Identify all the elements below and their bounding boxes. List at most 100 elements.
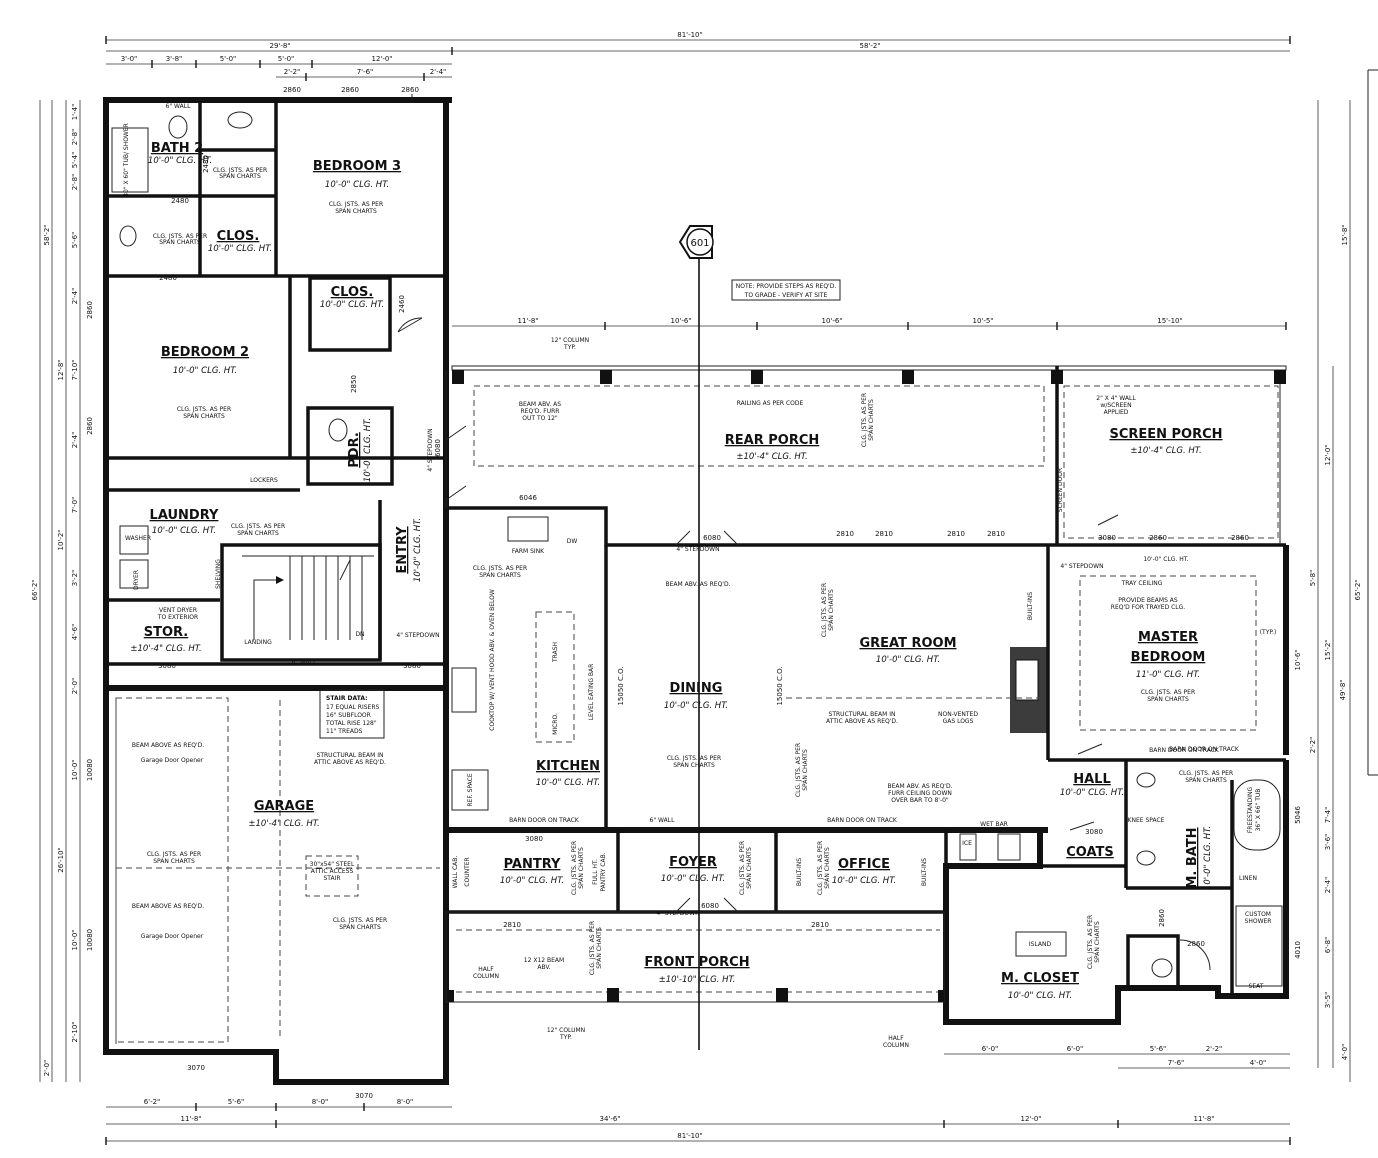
- note-garage-beam: BEAM ABOVE AS REQ'D.: [132, 903, 204, 910]
- toilet: [1151, 958, 1173, 978]
- note: SPAN CHARTS: [828, 589, 835, 631]
- note: CLG. JSTS. AS PER: [821, 583, 828, 637]
- note-beam: 12 X12 BEAM: [524, 957, 564, 964]
- note-attic: STAIR: [323, 875, 340, 882]
- note-ref: REF. SPACE: [467, 773, 474, 806]
- freestanding-tub: [1233, 779, 1281, 851]
- note: CLG. JSTS. AS PER: [333, 917, 387, 924]
- dim-bot-1: 6'-2": [144, 1098, 161, 1106]
- dim-bot-10: 6'-0": [1067, 1045, 1084, 1053]
- note: CLG. JSTS. AS PER: [231, 523, 285, 530]
- note: SPAN CHARTS: [479, 572, 521, 579]
- note-gas-logs: NON-VENTED: [938, 711, 978, 718]
- room-ceiling: 10'-0" CLG. HT.: [320, 300, 384, 310]
- porch-column: [452, 370, 464, 384]
- dim-seg-1: 3'-0": [121, 55, 138, 63]
- note-column: TYP.: [563, 344, 576, 351]
- note-screen: APPLIED: [1104, 409, 1129, 416]
- note-tub: FREESTANDING: [1247, 786, 1254, 833]
- note-stepdown: 4" STEPDOWN: [656, 910, 699, 917]
- room-ceiling: ±10'-4" CLG. HT.: [736, 452, 807, 462]
- door-tag: 3080: [525, 835, 543, 843]
- window-tag: 2810: [836, 530, 854, 538]
- room-name-foyer: FOYER: [669, 855, 717, 870]
- note-beam: BEAM ABV. AS: [519, 401, 561, 408]
- dim-porch-5: 15'-10": [1157, 317, 1182, 325]
- refrigerator-space: [451, 769, 489, 811]
- dim-left: 5'-4": [71, 152, 79, 169]
- half-column: [448, 990, 454, 1002]
- room-ceiling: ±10'-4" CLG. HT.: [1130, 446, 1201, 456]
- note-column: 12" COLUMN: [547, 1027, 585, 1034]
- dim-bot-11: 5'-6": [1150, 1045, 1167, 1053]
- note-attic: ATTIC ACCESS: [311, 868, 354, 875]
- room-ceiling: 10'-0" CLG. HT.: [661, 874, 725, 884]
- room-name-kitchen: KITCHEN: [536, 759, 600, 774]
- note-vent: TO EXTERIOR: [157, 614, 198, 621]
- dim-right: 10'-6": [1294, 649, 1302, 670]
- dim-right: 3'-6": [1324, 834, 1332, 851]
- room-name-bedroom: BEDROOM: [1131, 650, 1206, 665]
- note-dishwasher: DW: [567, 538, 578, 545]
- room-name-closet: CLOS.: [217, 229, 260, 244]
- porch-column: [751, 370, 763, 384]
- dimension-strings-left: 66'-2" 58'-2" 12'-8" 10'-2" 26'-10" 1'-4…: [31, 100, 81, 1082]
- door-tag: 2480: [171, 197, 189, 205]
- door-tag: 2460: [398, 295, 406, 313]
- room-ceiling: 11'-0" CLG. HT.: [1136, 670, 1200, 680]
- dim-seg-3: 5'-0": [220, 55, 237, 63]
- note-eating-bar: LEVEL EATING BAR: [588, 664, 595, 721]
- dim-left: 2'-8": [71, 174, 79, 191]
- note: SPAN CHARTS: [1094, 921, 1101, 963]
- beams: [115, 575, 1257, 1044]
- note-half-column: COLUMN: [883, 1042, 909, 1049]
- note: SPAN CHARTS: [1185, 777, 1227, 784]
- wet-bar-sink: [997, 833, 1021, 861]
- window-tag: 3070: [355, 1092, 373, 1100]
- dim-right: 2'-2": [1309, 737, 1317, 754]
- dryer: [119, 559, 149, 589]
- door-tag: 2860: [1158, 909, 1166, 927]
- note-cooktop: COOKTOP W/ VENT HOOD ABV. & OVEN BELOW: [489, 589, 496, 731]
- note: CLG. JSTS. AS PER: [1087, 915, 1094, 969]
- room-name-coats: COATS: [1066, 845, 1114, 860]
- dim-bot-13: 7'-6": [1168, 1059, 1185, 1067]
- stair-data: STAIR DATA:: [326, 695, 367, 702]
- dim-right: 5'-8": [1309, 570, 1317, 587]
- door-tag: 6080: [434, 439, 442, 457]
- dim-bot-12: 2'-2": [1206, 1045, 1223, 1053]
- note: SPAN CHARTS: [1147, 696, 1189, 703]
- dim-left: 10'-0": [71, 929, 79, 950]
- note-gas-logs: GAS LOGS: [943, 718, 974, 725]
- garage-door-tag: 10080: [86, 759, 94, 781]
- note-micro: MICRO.: [552, 713, 559, 735]
- room-name-master: MASTER: [1138, 630, 1198, 645]
- room-name-front-porch: FRONT PORCH: [644, 955, 749, 970]
- room-ceiling: 10'-0" CLG. HT.: [173, 366, 237, 376]
- dim-right: 12'-0": [1324, 444, 1332, 465]
- note-beam: ABV.: [537, 964, 550, 971]
- dim-left: 5'-6": [71, 232, 79, 249]
- toilet: [168, 115, 188, 139]
- room-ceiling: 10'-0" CLG. HT.: [363, 418, 373, 482]
- window-tag: 2810: [987, 530, 1005, 538]
- note: SPAN CHARTS: [159, 239, 201, 246]
- note-landing: LANDING: [244, 639, 272, 646]
- note-barn-door: BARN DOOR ON TRACK: [1149, 747, 1220, 754]
- dim-left: 7'-0": [71, 497, 79, 514]
- room-ceiling: 10'-0" CLG. HT.: [148, 156, 212, 166]
- room-ceiling: 10'-0" CLG. HT.: [664, 701, 728, 711]
- note-shower: CUSTOM: [1245, 911, 1271, 918]
- room-ceiling: 10'-0" CLG. HT.: [536, 778, 600, 788]
- note-stepdown: 4" STEPDOWN: [396, 632, 439, 639]
- note: CLG. JSTS. AS PER: [571, 841, 578, 895]
- note-washer: WASHER: [125, 535, 151, 542]
- note-seat: SEAT: [1249, 983, 1264, 990]
- note: CLG. JSTS. AS PER: [153, 233, 207, 240]
- custom-shower: [1235, 905, 1283, 987]
- dim-porch-1: 11'-8": [517, 317, 538, 325]
- note-half-column: COLUMN: [473, 973, 499, 980]
- dim-right: 4'-0": [1341, 1044, 1349, 1061]
- note-screen: w/SCREEN: [1100, 402, 1131, 409]
- room-ceiling: ±10'-4" CLG. HT.: [130, 644, 201, 654]
